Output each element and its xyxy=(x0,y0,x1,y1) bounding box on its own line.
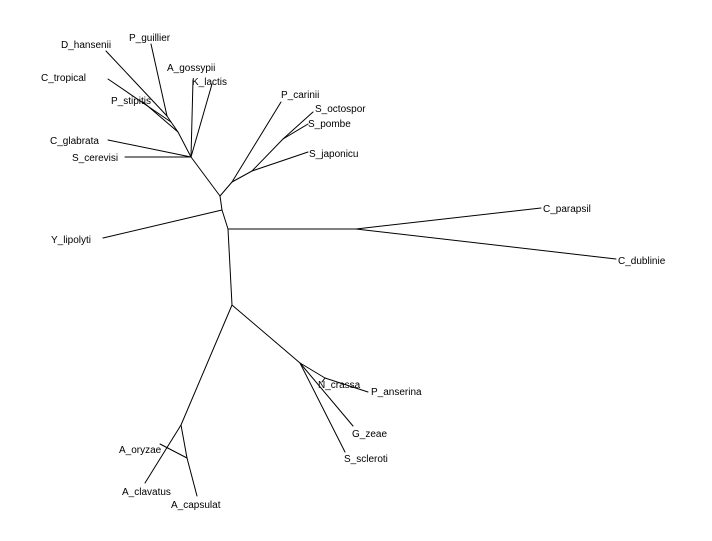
leaf-label-c-glabrata: C_glabrata xyxy=(50,136,99,147)
leaf-label-c-dublinie: C_dublinie xyxy=(618,256,666,267)
leaf-label-p-stipitis: P_stipitis xyxy=(111,96,151,107)
tree-branches xyxy=(102,43,617,497)
leaf-label-a-oryzae: A_oryzae xyxy=(119,445,162,456)
leaf-label-p-guillier: P_guillier xyxy=(129,33,171,44)
leaf-label-a-capsulat: A_capsulat xyxy=(171,500,221,511)
branch xyxy=(150,43,168,117)
leaf-label-c-parapsil: C_parapsil xyxy=(543,204,591,215)
branch xyxy=(282,111,314,140)
leaf-label-a-gossypii: A_gossypii xyxy=(167,63,215,74)
branch xyxy=(107,139,192,158)
branch xyxy=(144,424,182,484)
branch xyxy=(142,101,179,133)
branch xyxy=(221,209,229,230)
leaf-label-c-tropical: C_tropical xyxy=(41,73,86,84)
branch xyxy=(219,195,223,211)
leaf-label-p-anserina: P_anserina xyxy=(371,387,422,398)
branch xyxy=(190,79,194,158)
branch xyxy=(190,83,213,158)
branch xyxy=(105,50,168,117)
leaf-label-s-scleroti: S_scleroti xyxy=(344,454,388,465)
leaf-label-s-japonicu: S_japonicu xyxy=(309,149,358,160)
branch xyxy=(180,424,188,459)
branch xyxy=(355,207,542,230)
branch xyxy=(321,377,326,383)
branch xyxy=(282,123,309,140)
branch xyxy=(190,156,221,197)
branch xyxy=(251,138,284,172)
branch xyxy=(102,209,223,239)
leaf-label-p-carinii: P_carinii xyxy=(281,90,319,101)
branch xyxy=(299,362,354,427)
branch xyxy=(227,228,233,306)
leaf-label-k-lactis: K_lactis xyxy=(192,77,227,88)
branch xyxy=(177,131,192,158)
branch xyxy=(231,170,253,183)
branch xyxy=(186,457,198,497)
branch xyxy=(324,377,369,393)
branch xyxy=(180,304,233,426)
branch xyxy=(299,362,326,379)
branch xyxy=(107,78,172,123)
leaf-label-g-zeae: G_zeae xyxy=(352,429,387,440)
branch xyxy=(219,181,233,197)
branch xyxy=(231,101,282,183)
leaf-label-n-crassa: N_crassa xyxy=(318,380,361,391)
branch xyxy=(299,362,346,453)
branch xyxy=(355,228,617,260)
leaf-label-s-pombe: S_pombe xyxy=(308,119,351,130)
leaf-label-a-clavatus: A_clavatus xyxy=(122,487,171,498)
leaf-label-d-hansenii: D_hansenii xyxy=(61,40,111,51)
leaf-label-s-octospor: S_octospor xyxy=(315,104,366,115)
branch xyxy=(159,443,188,459)
branch xyxy=(251,151,309,172)
tree-leaf-labels: D_hansenii P_guillier A_gossypii K_lacti… xyxy=(41,33,666,511)
branch xyxy=(170,121,179,133)
branch xyxy=(231,304,301,364)
leaf-label-s-cerevisi: S_cerevisi xyxy=(72,153,118,164)
leaf-label-y-lipolyti: Y_lipolyti xyxy=(51,235,91,246)
